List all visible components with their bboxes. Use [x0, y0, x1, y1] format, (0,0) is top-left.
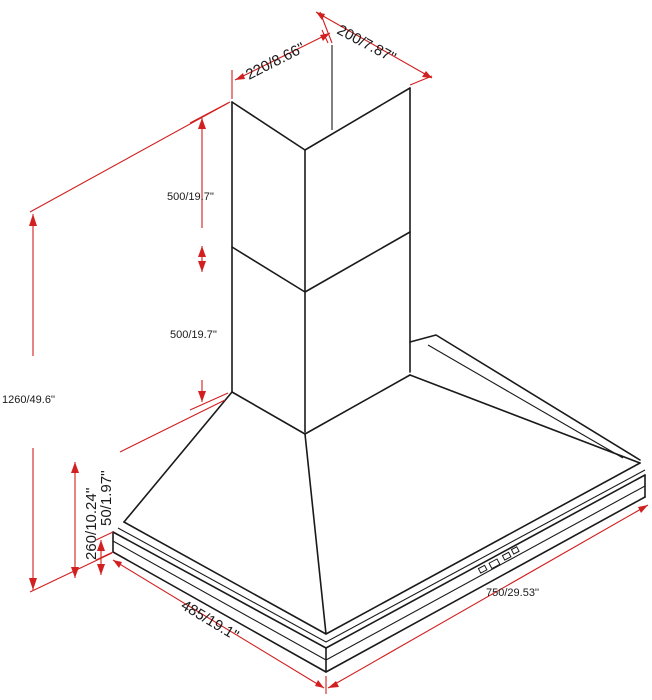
base-thickness-label: 50/1.97'' — [98, 470, 115, 526]
canopy-rim-front-left — [123, 462, 641, 635]
chimney-width-label: 220/8.66'' — [243, 39, 308, 83]
base-right-top — [325, 474, 646, 649]
canopy-right-slope — [409, 374, 641, 464]
control-button-4 — [510, 546, 520, 555]
base-mid-line — [112, 485, 646, 661]
base-bottom-edge — [112, 496, 646, 673]
dimension-lines — [29, 11, 649, 694]
hood-outline — [112, 45, 646, 673]
canopy-width-label: 750/29.53'' — [486, 587, 539, 599]
canopy-back-panel — [427, 344, 624, 459]
total-height-label: 1260/49.6'' — [2, 394, 55, 406]
canopy-left-slope — [123, 391, 233, 523]
chimney-depth-label: 200/7.87'' — [334, 22, 399, 67]
chimney-section-seam — [231, 231, 411, 293]
dimension-labels: 220/8.66'' 200/7.87'' 500/19.7'' 500/19.… — [2, 22, 539, 645]
canopy-depth-label: 485/19.1'' — [178, 597, 242, 645]
control-panel — [477, 546, 520, 574]
canopy-width-dim-line — [327, 504, 649, 689]
canopy-back-top — [409, 334, 641, 461]
canopy-front-left-face — [304, 433, 327, 635]
control-button-3 — [501, 551, 512, 561]
canopy-rim-inner — [117, 469, 646, 643]
base-left-top — [112, 531, 327, 649]
canopy-depth-dim-line — [112, 559, 325, 689]
chimney-width-dim-line — [234, 32, 331, 81]
control-button-1 — [477, 564, 488, 574]
chimney-top-edge — [231, 87, 411, 151]
upper-chimney-height-label: 500/19.7'' — [167, 191, 214, 203]
chimney-depth-dim-line — [315, 11, 433, 79]
chimney-base-line — [231, 374, 411, 435]
lower-chimney-height-label: 500/19.7'' — [170, 329, 217, 341]
control-button-2 — [488, 558, 501, 570]
canopy-height-label: 260/10.24'' — [83, 487, 100, 560]
